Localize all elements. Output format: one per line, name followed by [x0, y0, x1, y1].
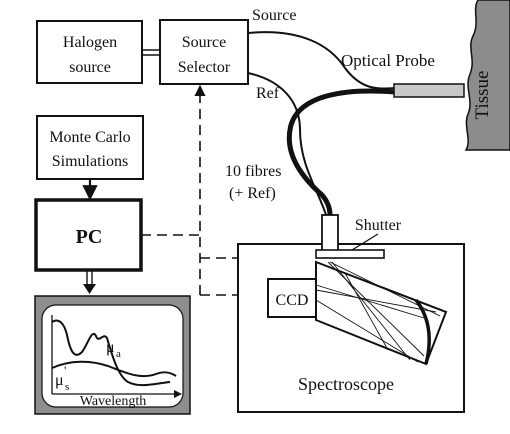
optical-probe: [393, 83, 465, 98]
monte-carlo-box: [36, 115, 144, 180]
tissue-label: Tissue: [472, 71, 493, 120]
shutter-pointer: [351, 233, 379, 251]
spectroscope-label: Spectroscope: [298, 374, 394, 394]
fibre-bundle: [286, 88, 396, 216]
pc-label: PC: [76, 226, 103, 248]
pc-box: [34, 198, 143, 272]
grating-mirror: [414, 298, 431, 365]
selector-line-1: Source: [182, 34, 226, 51]
halogen-line-1: Halogen: [63, 34, 117, 51]
optical-probe-label: Optical Probe: [341, 51, 435, 70]
halogen-source-box: [36, 20, 143, 84]
mu-s-symbol: μ: [55, 372, 64, 389]
mu-s-subscript: s: [65, 381, 69, 393]
selector-line-2: Selector: [178, 59, 231, 76]
source-fibre: [247, 31, 396, 90]
halogen-line-2: source: [69, 59, 111, 76]
fibres-line-1: 10 fibres: [225, 163, 281, 180]
source-label: Source: [252, 7, 296, 24]
tissue-block: [464, 0, 510, 151]
ccd-box: [267, 278, 317, 318]
ccd-label: CCD: [276, 292, 309, 309]
monte-carlo-line-1: Monte Carlo: [49, 129, 130, 146]
fibres-line-2: (+ Ref): [229, 185, 276, 202]
mu-s-curve: [51, 360, 177, 378]
pc-monitor-arrowhead: [83, 284, 96, 294]
ref-label: Ref: [256, 85, 280, 102]
source-selector-box: [159, 19, 249, 85]
shutter-label: Shutter: [355, 217, 402, 234]
shutter: [315, 249, 385, 259]
monte-carlo-line-2: Simulations: [52, 153, 128, 170]
wavelength-arrowhead: [174, 390, 182, 398]
wavelength-label: Wavelength: [80, 394, 147, 409]
mu-a-subscript: a: [116, 348, 121, 360]
mu-s-prime: ': [64, 363, 66, 378]
mu-a-curve: [51, 319, 171, 387]
mu-a-symbol: μ: [106, 339, 115, 356]
fibre-connector: [321, 214, 339, 256]
ray-paths: [315, 261, 441, 363]
